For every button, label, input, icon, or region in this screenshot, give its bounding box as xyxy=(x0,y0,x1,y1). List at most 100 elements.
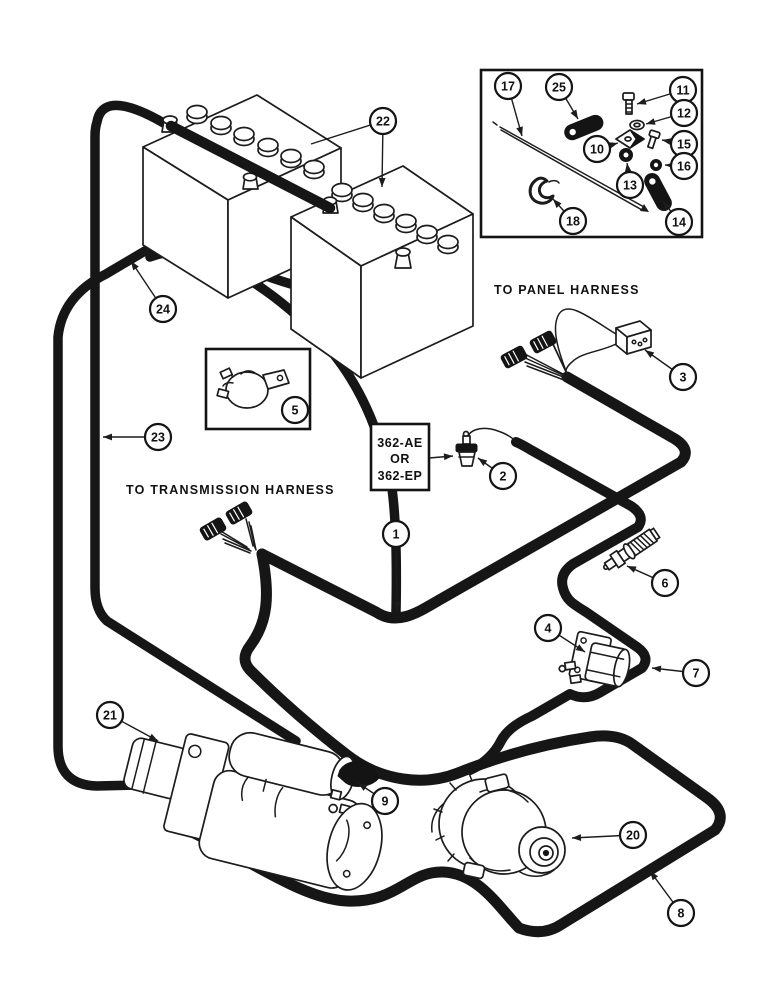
harness-bottom-loop xyxy=(184,548,726,938)
callout-circle xyxy=(280,395,310,425)
callout-number: 17 xyxy=(501,80,515,94)
callout-number: 5 xyxy=(292,404,299,418)
bolt-part-15 xyxy=(646,129,661,150)
callout-circle xyxy=(664,207,694,237)
callout-number: 4 xyxy=(545,622,552,636)
callout-number: 14 xyxy=(672,216,686,230)
callout-number: 16 xyxy=(677,160,691,174)
clamp-part-10 xyxy=(615,129,645,149)
callout-circle xyxy=(533,613,563,643)
callout-14: 14 xyxy=(664,207,694,237)
sender-part-5 xyxy=(216,367,290,409)
callout-8: 8 xyxy=(666,898,696,928)
callout-15: 15 xyxy=(669,129,699,159)
callout-number: 15 xyxy=(677,138,691,152)
callout-circle xyxy=(668,362,698,392)
callout-circle xyxy=(681,658,711,688)
harness-solenoid-branch xyxy=(465,437,651,775)
callout-13: 13 xyxy=(615,170,645,200)
washer-part-12 xyxy=(629,119,645,131)
callout-1: 1 xyxy=(381,519,411,549)
callout-circle xyxy=(381,519,411,549)
callout-number: 18 xyxy=(566,215,580,229)
callout-25: 25 xyxy=(544,72,574,102)
callout-number: 22 xyxy=(376,115,390,129)
callout-circle xyxy=(488,461,518,491)
callout-10: 10 xyxy=(582,134,612,164)
leader-arrowhead xyxy=(516,126,523,136)
connector-plug-icon xyxy=(529,330,557,354)
leader-arrowhead xyxy=(148,733,158,741)
leader-arrowhead xyxy=(572,834,582,841)
transmission-harness-branch xyxy=(199,501,257,554)
callout-17: 17 xyxy=(493,71,523,101)
sensor-part-6 xyxy=(602,527,661,571)
leader-arrowhead xyxy=(650,871,659,881)
callout-24: 24 xyxy=(148,294,178,324)
callout-number: 2 xyxy=(500,470,507,484)
leader-arrowhead xyxy=(570,109,578,119)
sender-part-2 xyxy=(455,427,518,467)
cable-23-battery-rear xyxy=(90,100,301,746)
leader-arrowhead xyxy=(627,566,637,573)
leader-arrowhead xyxy=(575,644,585,652)
cable-battery-front-to-starter xyxy=(53,181,260,791)
leader-arrowhead xyxy=(443,453,453,461)
callout-number: 6 xyxy=(662,577,669,591)
leader-arrowhead xyxy=(553,199,562,208)
callout-number: 21 xyxy=(103,709,117,723)
box-362-line1: 362-AE xyxy=(377,436,422,450)
leader-arrowhead xyxy=(131,261,139,271)
leader-arrowhead xyxy=(358,783,368,791)
callout-4: 4 xyxy=(533,613,563,643)
callout-5: 5 xyxy=(280,395,310,425)
callout-circle xyxy=(493,71,523,101)
harness-main xyxy=(256,371,691,624)
panel-harness-label: TO PANEL HARNESS xyxy=(494,283,640,297)
leader-arrowhead xyxy=(646,118,656,125)
leader-arrowhead xyxy=(478,458,488,467)
callout-number: 8 xyxy=(678,907,685,921)
callout-number: 20 xyxy=(626,829,640,843)
callout-number: 3 xyxy=(680,371,687,385)
callout-9: 9 xyxy=(370,786,400,816)
callout-circle xyxy=(370,786,400,816)
callout-7: 7 xyxy=(681,658,711,688)
box-362-line3: 362-EP xyxy=(378,469,423,483)
callout-number: 25 xyxy=(552,81,566,95)
callout-23: 23 xyxy=(143,422,173,452)
bolt-part-11 xyxy=(622,92,635,115)
panel-harness-branch xyxy=(500,308,652,381)
nut-part-16 xyxy=(650,159,662,171)
transmission-harness-label: TO TRANSMISSION HARNESS xyxy=(126,483,335,497)
connector-block-3 xyxy=(615,320,652,355)
leader-arrowhead xyxy=(652,665,662,673)
boot-part-9 xyxy=(337,760,380,787)
callout-number: 9 xyxy=(382,795,389,809)
callout-6: 6 xyxy=(650,568,680,598)
leader-arrowhead xyxy=(378,177,386,187)
starter-motor xyxy=(123,731,383,891)
nut-part-13 xyxy=(619,148,633,162)
connector-plug-icon xyxy=(199,517,227,541)
leader-arrowhead xyxy=(103,433,112,441)
battery-front xyxy=(290,165,474,379)
callout-20: 20 xyxy=(618,820,648,850)
callout-circle xyxy=(544,72,574,102)
callout-22: 22 xyxy=(368,106,398,136)
leader-arrowhead xyxy=(393,601,401,611)
callout-circle xyxy=(669,98,699,128)
battery-group xyxy=(142,94,474,379)
callout-circle xyxy=(143,422,173,452)
callout-number: 11 xyxy=(676,84,689,98)
strap-part-25 xyxy=(564,114,604,141)
callout-21: 21 xyxy=(95,700,125,730)
callout-16: 16 xyxy=(669,151,699,181)
callout-circle xyxy=(368,106,398,136)
connector-plug-icon xyxy=(225,501,253,525)
callout-2: 2 xyxy=(488,461,518,491)
connector-plug-icon xyxy=(500,345,528,369)
